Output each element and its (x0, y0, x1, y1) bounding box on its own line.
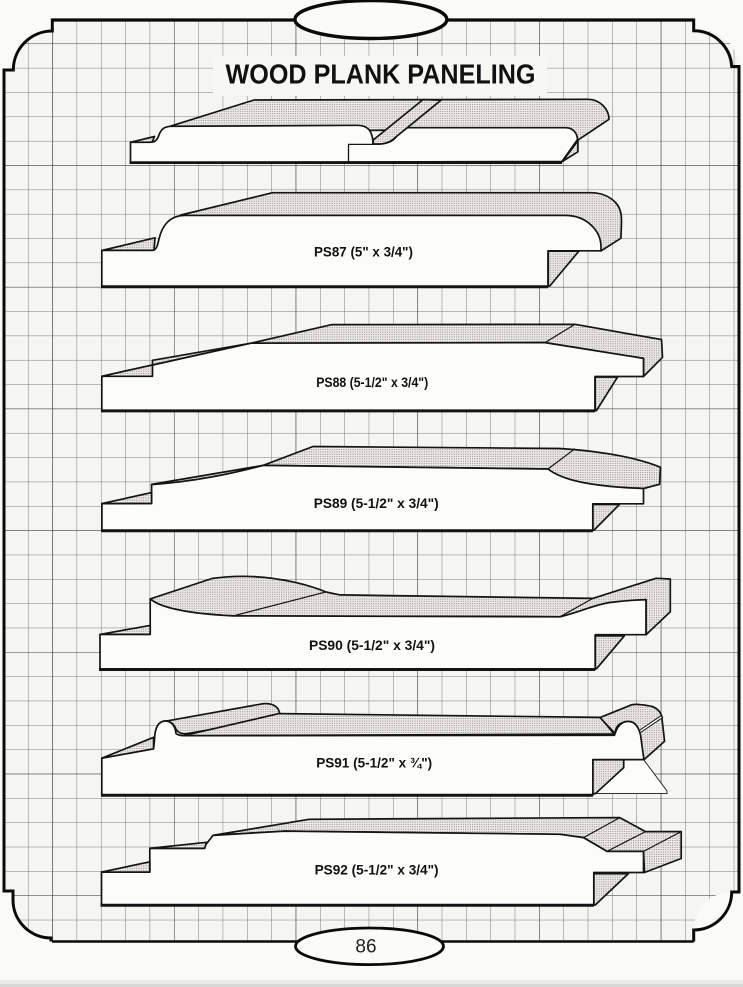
svg-text:WOOD PLANK PANELING: WOOD PLANK PANELING (226, 59, 536, 90)
svg-text:PS91 (5-1/2" x ¾"): PS91 (5-1/2" x ¾") (316, 756, 432, 771)
svg-text:86: 86 (355, 937, 376, 958)
svg-text:PS90 (5-1/2" x 3/4"): PS90 (5-1/2" x 3/4") (309, 638, 435, 653)
svg-text:PS87 (5" x 3/4"): PS87 (5" x 3/4") (314, 245, 413, 260)
svg-text:PS88 (5-1/2" x 3/4"): PS88 (5-1/2" x 3/4") (316, 375, 428, 390)
svg-text:PS89 (5-1/2" x 3/4"): PS89 (5-1/2" x 3/4") (314, 496, 439, 511)
svg-text:PS92 (5-1/2" x 3/4"): PS92 (5-1/2" x 3/4") (315, 862, 439, 877)
